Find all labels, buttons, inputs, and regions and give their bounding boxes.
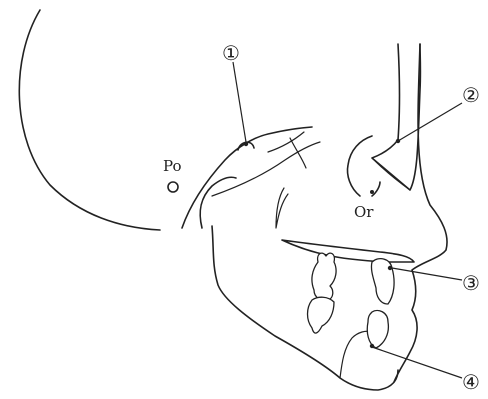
orbit-outline <box>348 136 381 196</box>
porion-label: Po <box>163 157 182 175</box>
sphenoid-line <box>212 142 320 196</box>
upper-incisor <box>371 259 394 304</box>
callout-4-point <box>370 344 374 348</box>
callout-4: ④ <box>462 370 480 394</box>
callout-3-point <box>388 266 392 270</box>
callout-4-leader <box>372 347 462 378</box>
porion-marker <box>168 182 178 192</box>
lower-molar <box>308 297 335 333</box>
cranium-outline <box>19 10 160 230</box>
callout-1-point <box>244 142 248 146</box>
mandible-ramus-inner <box>340 331 372 378</box>
palatal-plane <box>282 240 414 262</box>
callout-3: ③ <box>462 271 480 295</box>
callout-1-leader <box>233 62 246 142</box>
upper-molar <box>312 253 336 300</box>
callout-2-point <box>396 139 400 143</box>
orbitale-label: Or <box>354 203 374 221</box>
frontal-nasal-outline <box>372 44 420 190</box>
orbitale-marker <box>370 190 374 194</box>
pterygoid-line <box>276 188 288 228</box>
callout-3-leader <box>392 268 462 280</box>
callout-1: ① <box>222 41 240 65</box>
lower-incisor <box>367 310 388 348</box>
callout-2: ② <box>462 83 480 107</box>
callout-2-leader <box>398 103 462 141</box>
